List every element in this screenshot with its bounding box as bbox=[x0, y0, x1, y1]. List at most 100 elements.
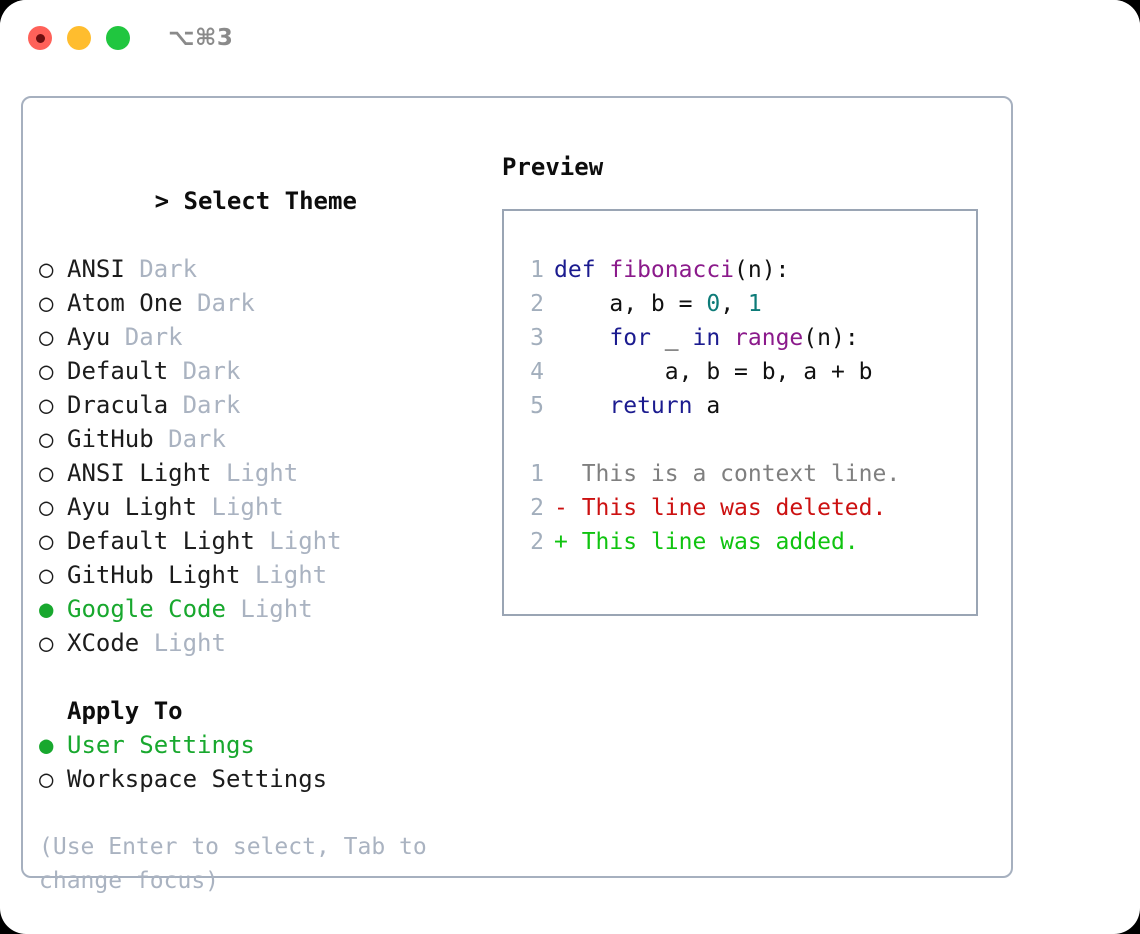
radio-unselected-icon: ○ bbox=[39, 255, 68, 283]
radio-unselected-icon: ○ bbox=[39, 493, 68, 521]
page-title: Select Theme bbox=[183, 187, 357, 215]
apply-to-option-user-settings[interactable]: ● User Settings bbox=[39, 728, 479, 762]
code-token-plain: (n): bbox=[734, 257, 790, 283]
code-line: 2 a, b = 0, 1 bbox=[504, 287, 976, 321]
radio-unselected-icon: ○ bbox=[39, 459, 68, 487]
radio-unselected-icon: ○ bbox=[39, 527, 68, 555]
line-number: 1 bbox=[530, 461, 544, 487]
code-token-plain: (n): bbox=[803, 325, 859, 351]
code-token-num: 0 bbox=[706, 291, 721, 317]
code-token-plain bbox=[720, 325, 734, 351]
radio-unselected-icon: ○ bbox=[39, 561, 68, 589]
theme-option-github-light[interactable]: ○ GitHub Light Light bbox=[39, 558, 479, 592]
theme-option-dracula[interactable]: ○ Dracula Dark bbox=[39, 388, 479, 422]
code-token-num: 1 bbox=[747, 291, 762, 317]
theme-variant-badge: Light bbox=[211, 459, 299, 487]
theme-variant-badge: Light bbox=[139, 629, 226, 657]
code-token-fn: range bbox=[734, 325, 804, 351]
theme-option-label: GitHub bbox=[67, 425, 154, 453]
preview-title: Preview bbox=[502, 153, 604, 181]
code-token-plain bbox=[554, 325, 609, 351]
prompt-caret: > bbox=[154, 187, 184, 215]
theme-variant-badge: Light bbox=[254, 527, 342, 555]
apply-to-option-workspace-settings[interactable]: ○ Workspace Settings bbox=[39, 762, 479, 796]
radio-selected-icon: ● bbox=[39, 731, 68, 759]
code-line: 5 return a bbox=[504, 389, 976, 423]
theme-option-default[interactable]: ○ Default Dark bbox=[39, 354, 479, 388]
theme-option-label: Atom One bbox=[67, 289, 183, 317]
content-panel: > Select Theme ○ ANSI Dark○ Atom One Dar… bbox=[21, 96, 1013, 894]
code-token-kw: return bbox=[609, 393, 693, 419]
theme-variant-badge: Dark bbox=[153, 425, 226, 453]
diff-line-text: + This line was added. bbox=[554, 529, 859, 555]
line-number: 5 bbox=[530, 393, 544, 419]
theme-variant-badge: Dark bbox=[110, 323, 183, 351]
apply-to-option-label: Workspace Settings bbox=[67, 765, 328, 793]
line-number: 4 bbox=[530, 359, 544, 385]
theme-option-label: GitHub Light bbox=[67, 561, 241, 589]
diff-line-add: 2 + This line was added. bbox=[504, 525, 976, 559]
theme-selector-column: > Select Theme ○ ANSI Dark○ Atom One Dar… bbox=[39, 150, 479, 898]
radio-unselected-icon: ○ bbox=[39, 357, 68, 385]
line-number: 1 bbox=[530, 257, 544, 283]
minimize-button[interactable] bbox=[67, 26, 91, 50]
theme-option-ayu-light[interactable]: ○ Ayu Light Light bbox=[39, 490, 479, 524]
theme-option-ansi[interactable]: ○ ANSI Dark bbox=[39, 252, 479, 286]
theme-option-label: Dracula bbox=[67, 391, 169, 419]
theme-variant-badge: Light bbox=[240, 561, 328, 589]
keyboard-hint-text: (Use Enter to select, Tab to change focu… bbox=[39, 834, 441, 894]
code-token-kw: for bbox=[609, 325, 651, 351]
theme-variant-badge: Light bbox=[197, 493, 284, 521]
code-token-plain: a bbox=[692, 393, 721, 419]
theme-option-ayu[interactable]: ○ Ayu Dark bbox=[39, 320, 479, 354]
code-line: 1 def fibonacci(n): bbox=[504, 253, 976, 287]
theme-variant-badge: Dark bbox=[182, 289, 255, 317]
code-token-plain: _ bbox=[650, 325, 693, 351]
theme-selector-title: > Select Theme bbox=[39, 150, 479, 252]
code-token-plain bbox=[554, 393, 609, 419]
diff-sample: 1 This is a context line. 2 - This line wa… bbox=[504, 457, 976, 559]
apply-to-title: Apply To bbox=[67, 697, 183, 725]
section-spacer bbox=[39, 660, 479, 694]
theme-option-label: Google Code bbox=[67, 595, 226, 623]
radio-unselected-icon: ○ bbox=[39, 425, 68, 453]
code-token-plain: a, b = b, a + b bbox=[554, 359, 873, 385]
diff-line-ctx: 1 This is a context line. bbox=[504, 457, 976, 491]
theme-option-github[interactable]: ○ GitHub Dark bbox=[39, 422, 479, 456]
code-token-kw: def bbox=[554, 257, 610, 283]
theme-option-label: Default bbox=[67, 357, 169, 385]
theme-option-label: Default Light bbox=[67, 527, 255, 555]
theme-option-xcode[interactable]: ○ XCode Light bbox=[39, 626, 479, 660]
code-token-kw: in bbox=[692, 325, 721, 351]
line-number: 2 bbox=[530, 495, 544, 521]
radio-unselected-icon: ○ bbox=[39, 289, 68, 317]
theme-option-label: Ayu Light bbox=[67, 493, 198, 521]
theme-option-google-code[interactable]: ● Google Code Light bbox=[39, 592, 479, 626]
code-token-fn: fibonacci bbox=[609, 257, 735, 283]
apply-to-option-list: ● User Settings○ Workspace Settings bbox=[39, 728, 479, 796]
radio-unselected-icon: ○ bbox=[39, 629, 68, 657]
radio-unselected-icon: ○ bbox=[39, 323, 68, 351]
theme-option-atom-one[interactable]: ○ Atom One Dark bbox=[39, 286, 479, 320]
line-number: 2 bbox=[530, 529, 544, 555]
code-line: 4 a, b = b, a + b bbox=[504, 355, 976, 389]
theme-variant-badge: Dark bbox=[168, 391, 241, 419]
diff-line-text: This is a context line. bbox=[554, 461, 901, 487]
theme-option-ansi-light[interactable]: ○ ANSI Light Light bbox=[39, 456, 479, 490]
theme-variant-badge: Light bbox=[225, 595, 313, 623]
close-button[interactable] bbox=[28, 26, 52, 50]
radio-unselected-icon: ○ bbox=[39, 765, 68, 793]
theme-variant-badge: Dark bbox=[124, 255, 198, 283]
maximize-button[interactable] bbox=[106, 26, 130, 50]
code-line: 3 for _ in range(n): bbox=[504, 321, 976, 355]
theme-option-default-light[interactable]: ○ Default Light Light bbox=[39, 524, 479, 558]
diff-line-text: - This line was deleted. bbox=[554, 495, 887, 521]
line-number: 2 bbox=[530, 291, 544, 317]
radio-selected-icon: ● bbox=[39, 595, 68, 623]
theme-option-label: Ayu bbox=[67, 323, 111, 351]
diff-line-del: 2 - This line was deleted. bbox=[504, 491, 976, 525]
diff-spacer bbox=[504, 423, 976, 457]
